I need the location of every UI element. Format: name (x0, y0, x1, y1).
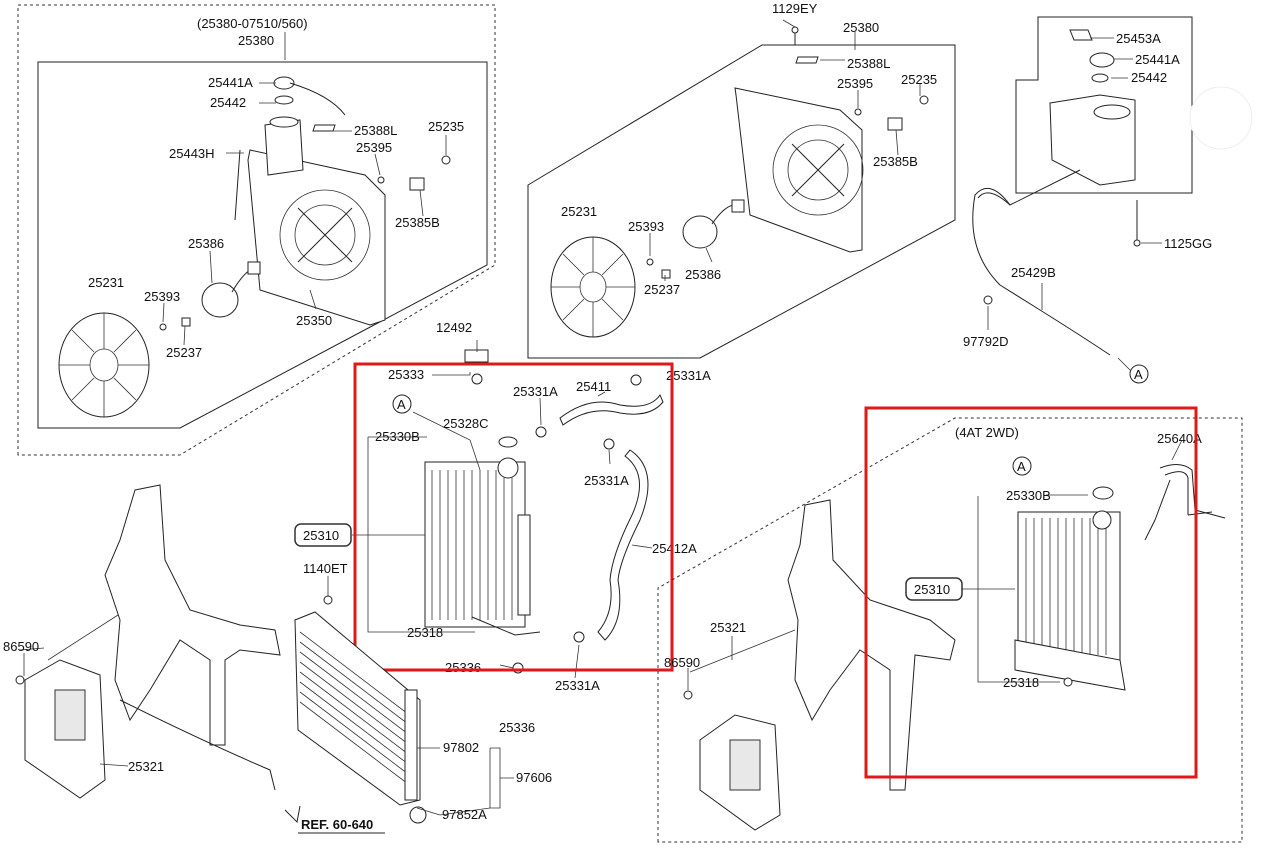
part-label-25321-variant: 25321 (710, 620, 746, 635)
part-label-25443H: 25443H (169, 146, 215, 161)
part-label-25386-center: 25386 (685, 267, 721, 282)
ui-overlay-circle (1189, 86, 1253, 150)
part-label-1129EY: 1129EY (772, 1, 818, 16)
reference-label: REF. 60-640 (301, 817, 373, 832)
reservoir-group: A 25453A 25441A 25442 1125GG 25429B 9779… (963, 16, 1212, 384)
part-label-25429B: 25429B (1011, 265, 1056, 280)
part-label-25330B-variant: 25330B (1006, 488, 1051, 503)
connector-a-reservoir: A (1134, 367, 1143, 382)
part-label-25385B-center: 25385B (873, 154, 918, 169)
fan-shroud-group-center: 1129EY 25380 25388L 25395 25235 25385B 2… (527, 1, 956, 359)
part-label-25237-left: 25237 (166, 345, 202, 360)
part-label-25333: 25333 (388, 367, 424, 382)
part-label-12492: 12492 (436, 320, 472, 335)
part-label-25380-left: 25380 (238, 33, 274, 48)
part-label-25331A-c: 25331A (584, 473, 629, 488)
part-label-25237-center: 25237 (644, 282, 680, 297)
part-label-25331A-a: 25331A (513, 384, 558, 399)
part-label-86590-left: 86590 (3, 639, 39, 654)
part-label-25385B-left: 25385B (395, 215, 440, 230)
part-label-25231-left: 25231 (88, 275, 124, 290)
part-label-25453A: 25453A (1116, 31, 1161, 46)
part-label-25331A-d: 25331A (555, 678, 600, 693)
fan-shroud-group-left: (25380-07510/560) 25380 25441A 25442 254… (17, 4, 496, 456)
highlight-box-variant (864, 406, 1198, 779)
part-label-86590-variant: 86590 (664, 655, 700, 670)
part-label-25235-center: 25235 (901, 72, 937, 87)
part-label-25380-center: 25380 (843, 20, 879, 35)
part-label-25388L-center: 25388L (847, 56, 890, 71)
part-label-97852A: 97852A (442, 807, 487, 822)
part-label-25328C: 25328C (443, 416, 489, 431)
part-label-25442-right: 25442 (1131, 70, 1167, 85)
part-label-25336-lower: 25336 (499, 720, 535, 735)
part-label-97802: 97802 (443, 740, 479, 755)
part-label-25640A: 25640A (1157, 431, 1202, 446)
variant-label: (4AT 2WD) (955, 425, 1019, 440)
radiator-group-main: A 25310 12492 25333 25331A 25411 25331A … (294, 320, 711, 693)
connector-a-main: A (397, 397, 406, 412)
part-label-25442-left: 25442 (210, 95, 246, 110)
part-label-25393-left: 25393 (144, 289, 180, 304)
part-label-25441A-right: 25441A (1135, 52, 1180, 67)
highlight-box-main (353, 362, 674, 672)
carrier-condenser-group: 1140ET 86590 25321 25336 97802 97606 978… (3, 484, 552, 834)
part-label-25393-center: 25393 (628, 219, 664, 234)
connector-a-variant: A (1017, 459, 1026, 474)
part-label-25310-variant: 25310 (914, 582, 950, 597)
part-label-1125GG: 1125GG (1164, 236, 1212, 251)
part-label-25441A-left: 25441A (208, 75, 253, 90)
part-label-25331A-b: 25331A (666, 368, 711, 383)
part-label-25231-center: 25231 (561, 204, 597, 219)
part-label-25235-left: 25235 (428, 119, 464, 134)
part-label-25336-main: 25336 (445, 660, 481, 675)
part-label-25412A: 25412A (652, 541, 697, 556)
part-label-97792D: 97792D (963, 334, 1009, 349)
part-label-25395-left: 25395 (356, 140, 392, 155)
part-label-25330B-main: 25330B (375, 429, 420, 444)
part-label-25388L-left: 25388L (354, 123, 397, 138)
part-label-25411: 25411 (576, 379, 611, 394)
part-label-97606: 97606 (516, 770, 552, 785)
part-label-25350: 25350 (296, 313, 332, 328)
part-label-25321-left: 25321 (128, 759, 164, 774)
part-label-1140ET: 1140ET (303, 561, 348, 576)
part-label-25310-main: 25310 (303, 528, 339, 543)
part-label-25318-variant: 25318 (1003, 675, 1039, 690)
part-label-25386-left: 25386 (188, 236, 224, 251)
part-label-25395-center: 25395 (837, 76, 873, 91)
variant-4at-2wd-group: A 25310 (4AT 2WD) 25640A 25330B 25318 25… (657, 406, 1243, 843)
assembly-label-top-left: (25380-07510/560) (197, 16, 308, 31)
part-label-25318-main: 25318 (407, 625, 443, 640)
